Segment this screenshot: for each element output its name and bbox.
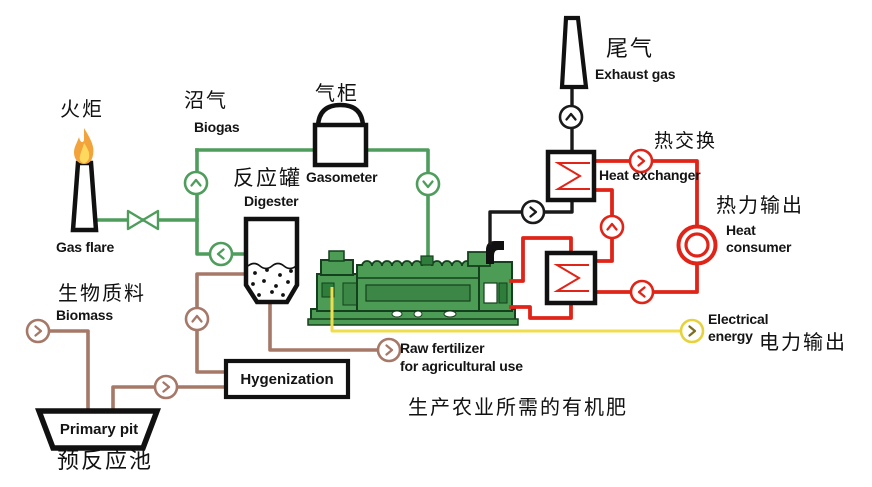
primary-pit (35, 408, 161, 451)
digester-vessel (243, 216, 300, 305)
heat-consumer-line2: consumer (726, 239, 792, 255)
flow-right-icon (628, 148, 654, 174)
gasometer-dome (315, 102, 366, 127)
digester-slurry-dots (251, 268, 293, 297)
exhaust-label-zh: 尾气 (606, 36, 655, 61)
raw-fertilizer-line1: Raw fertilizer (400, 340, 485, 356)
heat-consumer-label-en: Heat consumer (726, 222, 792, 256)
heat-exchanger-label-en: Heat exchanger (599, 167, 701, 183)
biogas-header-pipe (195, 148, 430, 265)
heat-consumer-line1: Heat (726, 222, 756, 238)
flow-up-icon (558, 104, 584, 130)
flow-right-icon (376, 337, 402, 363)
biomass-pipe (47, 329, 90, 415)
heat-output-label-zh: 热力输出 (716, 195, 804, 217)
flow-right-icon (25, 318, 51, 344)
gasometer-tank (312, 122, 369, 168)
gas-flare-label-zh: 火炬 (60, 99, 104, 121)
digester-liquid-surface (247, 262, 297, 270)
biomass-label-zh: 生物质料 (58, 283, 146, 305)
biomass-label-en: Biomass (56, 307, 113, 323)
flow-down-icon (415, 171, 441, 197)
gasometer-label-en: Gasometer (306, 169, 378, 185)
heat-exchanger-1 (545, 149, 597, 203)
heat-exchanger-coil-icon (553, 264, 589, 292)
electrical-energy-label-en: Electrical energy (708, 311, 768, 345)
exhaust-stack (559, 15, 589, 90)
digester-label-en: Digester (244, 193, 299, 209)
heat-exchanger-2 (544, 250, 598, 306)
hygenization-label: Hygenization (240, 370, 334, 388)
raw-fertilizer-line2: for agricultural use (400, 358, 523, 374)
primary-pit-label-zh: 预反应池 (57, 448, 154, 473)
heating-return-pipe (593, 261, 699, 294)
heat-exchanger-coil-icon (554, 162, 590, 190)
flow-right-icon (153, 374, 179, 400)
electrical-line2: energy (708, 328, 753, 344)
flow-left-icon (629, 279, 655, 305)
engine-coolant-supply-pipe (509, 236, 573, 283)
electrical-output-label-zh: 电力输出 (759, 332, 847, 354)
raw-fertilizer-label-en: Raw fertilizer for agricultural use (400, 339, 523, 375)
flame-inner (79, 143, 90, 163)
digester-label-zh: 反应罐 (233, 166, 302, 190)
gas-flare-label-en: Gas flare (56, 239, 115, 255)
hygenization-box (223, 358, 351, 400)
digester-to-fertilizer-pipe (268, 299, 380, 352)
engine-exhaust-elbow (486, 241, 504, 264)
biogas-label-zh: 沼气 (184, 90, 228, 112)
chp-engine-illustration (307, 241, 519, 326)
heating-supply-pipe (592, 159, 699, 229)
valve-icon (126, 209, 160, 231)
pit-to-hygenization-pipe (111, 385, 228, 415)
engine-coolant-return-pipe (509, 301, 573, 320)
gasometer-label-zh: 气柜 (315, 83, 359, 105)
flow-up-icon (183, 170, 209, 196)
flow-right-icon (520, 199, 546, 225)
biogas-label-en: Biogas (194, 119, 240, 135)
flow-up-icon (599, 214, 625, 240)
electrical-line (330, 287, 681, 333)
exhaust-label-en: Exhaust gas (595, 66, 676, 82)
flow-left-icon (208, 241, 234, 267)
flow-up-icon (184, 306, 210, 332)
flow-right-icon (679, 318, 705, 344)
gas-flare-stack (70, 160, 99, 233)
heat-exchange-label-zh: 热交换 (654, 131, 718, 152)
raw-fertilizer-label-zh: 生产农业所需的有机肥 (408, 397, 628, 419)
primary-pit-label-en: Primary pit (59, 420, 139, 438)
heat-consumer-icon (676, 224, 718, 266)
electrical-line1: Electrical (708, 311, 769, 327)
